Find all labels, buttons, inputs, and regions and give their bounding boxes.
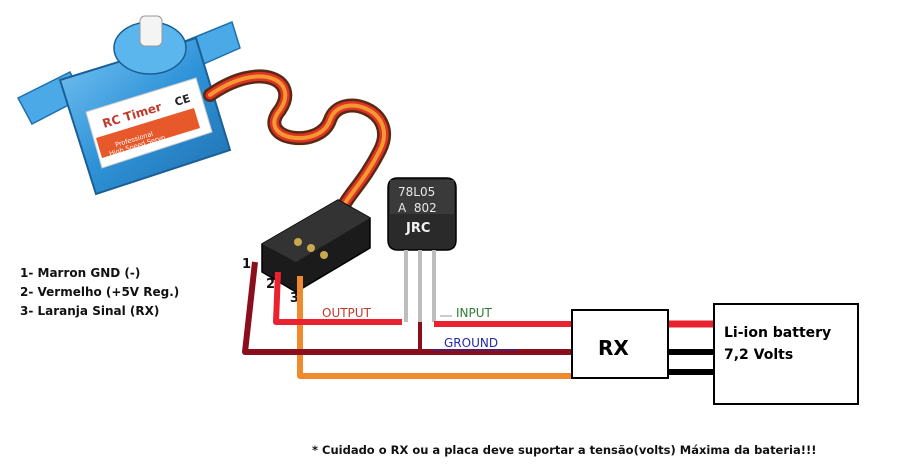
signal-wire	[297, 276, 572, 379]
pin-number-1: 1	[242, 257, 251, 272]
pin-legend: 1- Marron GND (-) 2- Vermelho (+5V Reg.)…	[20, 264, 179, 321]
legend-item-gnd: 1- Marron GND (-)	[20, 266, 141, 280]
battery-type: Li-ion battery	[724, 325, 831, 341]
servo-connector	[261, 199, 371, 293]
battery: Li-ion battery 7,2 Volts	[713, 303, 859, 405]
input-label: INPUT	[456, 306, 493, 320]
servo-motor: RC Timer CE Professional High Speed Serv…	[16, 15, 241, 196]
rx-receiver: RX	[571, 309, 669, 379]
regulator-part-number: 78L05	[398, 185, 435, 199]
ground-label: GROUND	[444, 336, 498, 350]
output-label: OUTPUT	[322, 306, 372, 320]
wiring	[242, 261, 714, 379]
voltage-regulator: 78L05 A 802 JRC	[387, 177, 457, 350]
output-wire	[273, 271, 402, 325]
warning-note: * Cuidado o RX ou a placa deve suportar …	[312, 443, 817, 457]
servo-ce-mark: CE	[173, 92, 192, 109]
regulator-code: A 802	[398, 201, 437, 215]
battery-voltage: 7,2 Volts	[724, 347, 793, 363]
legend-item-signal: 3- Laranja Sinal (RX)	[20, 304, 160, 318]
regulator-maker: JRC	[405, 221, 430, 236]
legend-item-vcc: 2- Vermelho (+5V Reg.)	[20, 285, 180, 299]
servo-cable	[203, 69, 391, 227]
ground-wire	[242, 261, 572, 355]
pin-number-3: 3	[290, 291, 299, 306]
rx-label: RX	[598, 336, 629, 360]
pin-number-2: 2	[266, 277, 275, 292]
